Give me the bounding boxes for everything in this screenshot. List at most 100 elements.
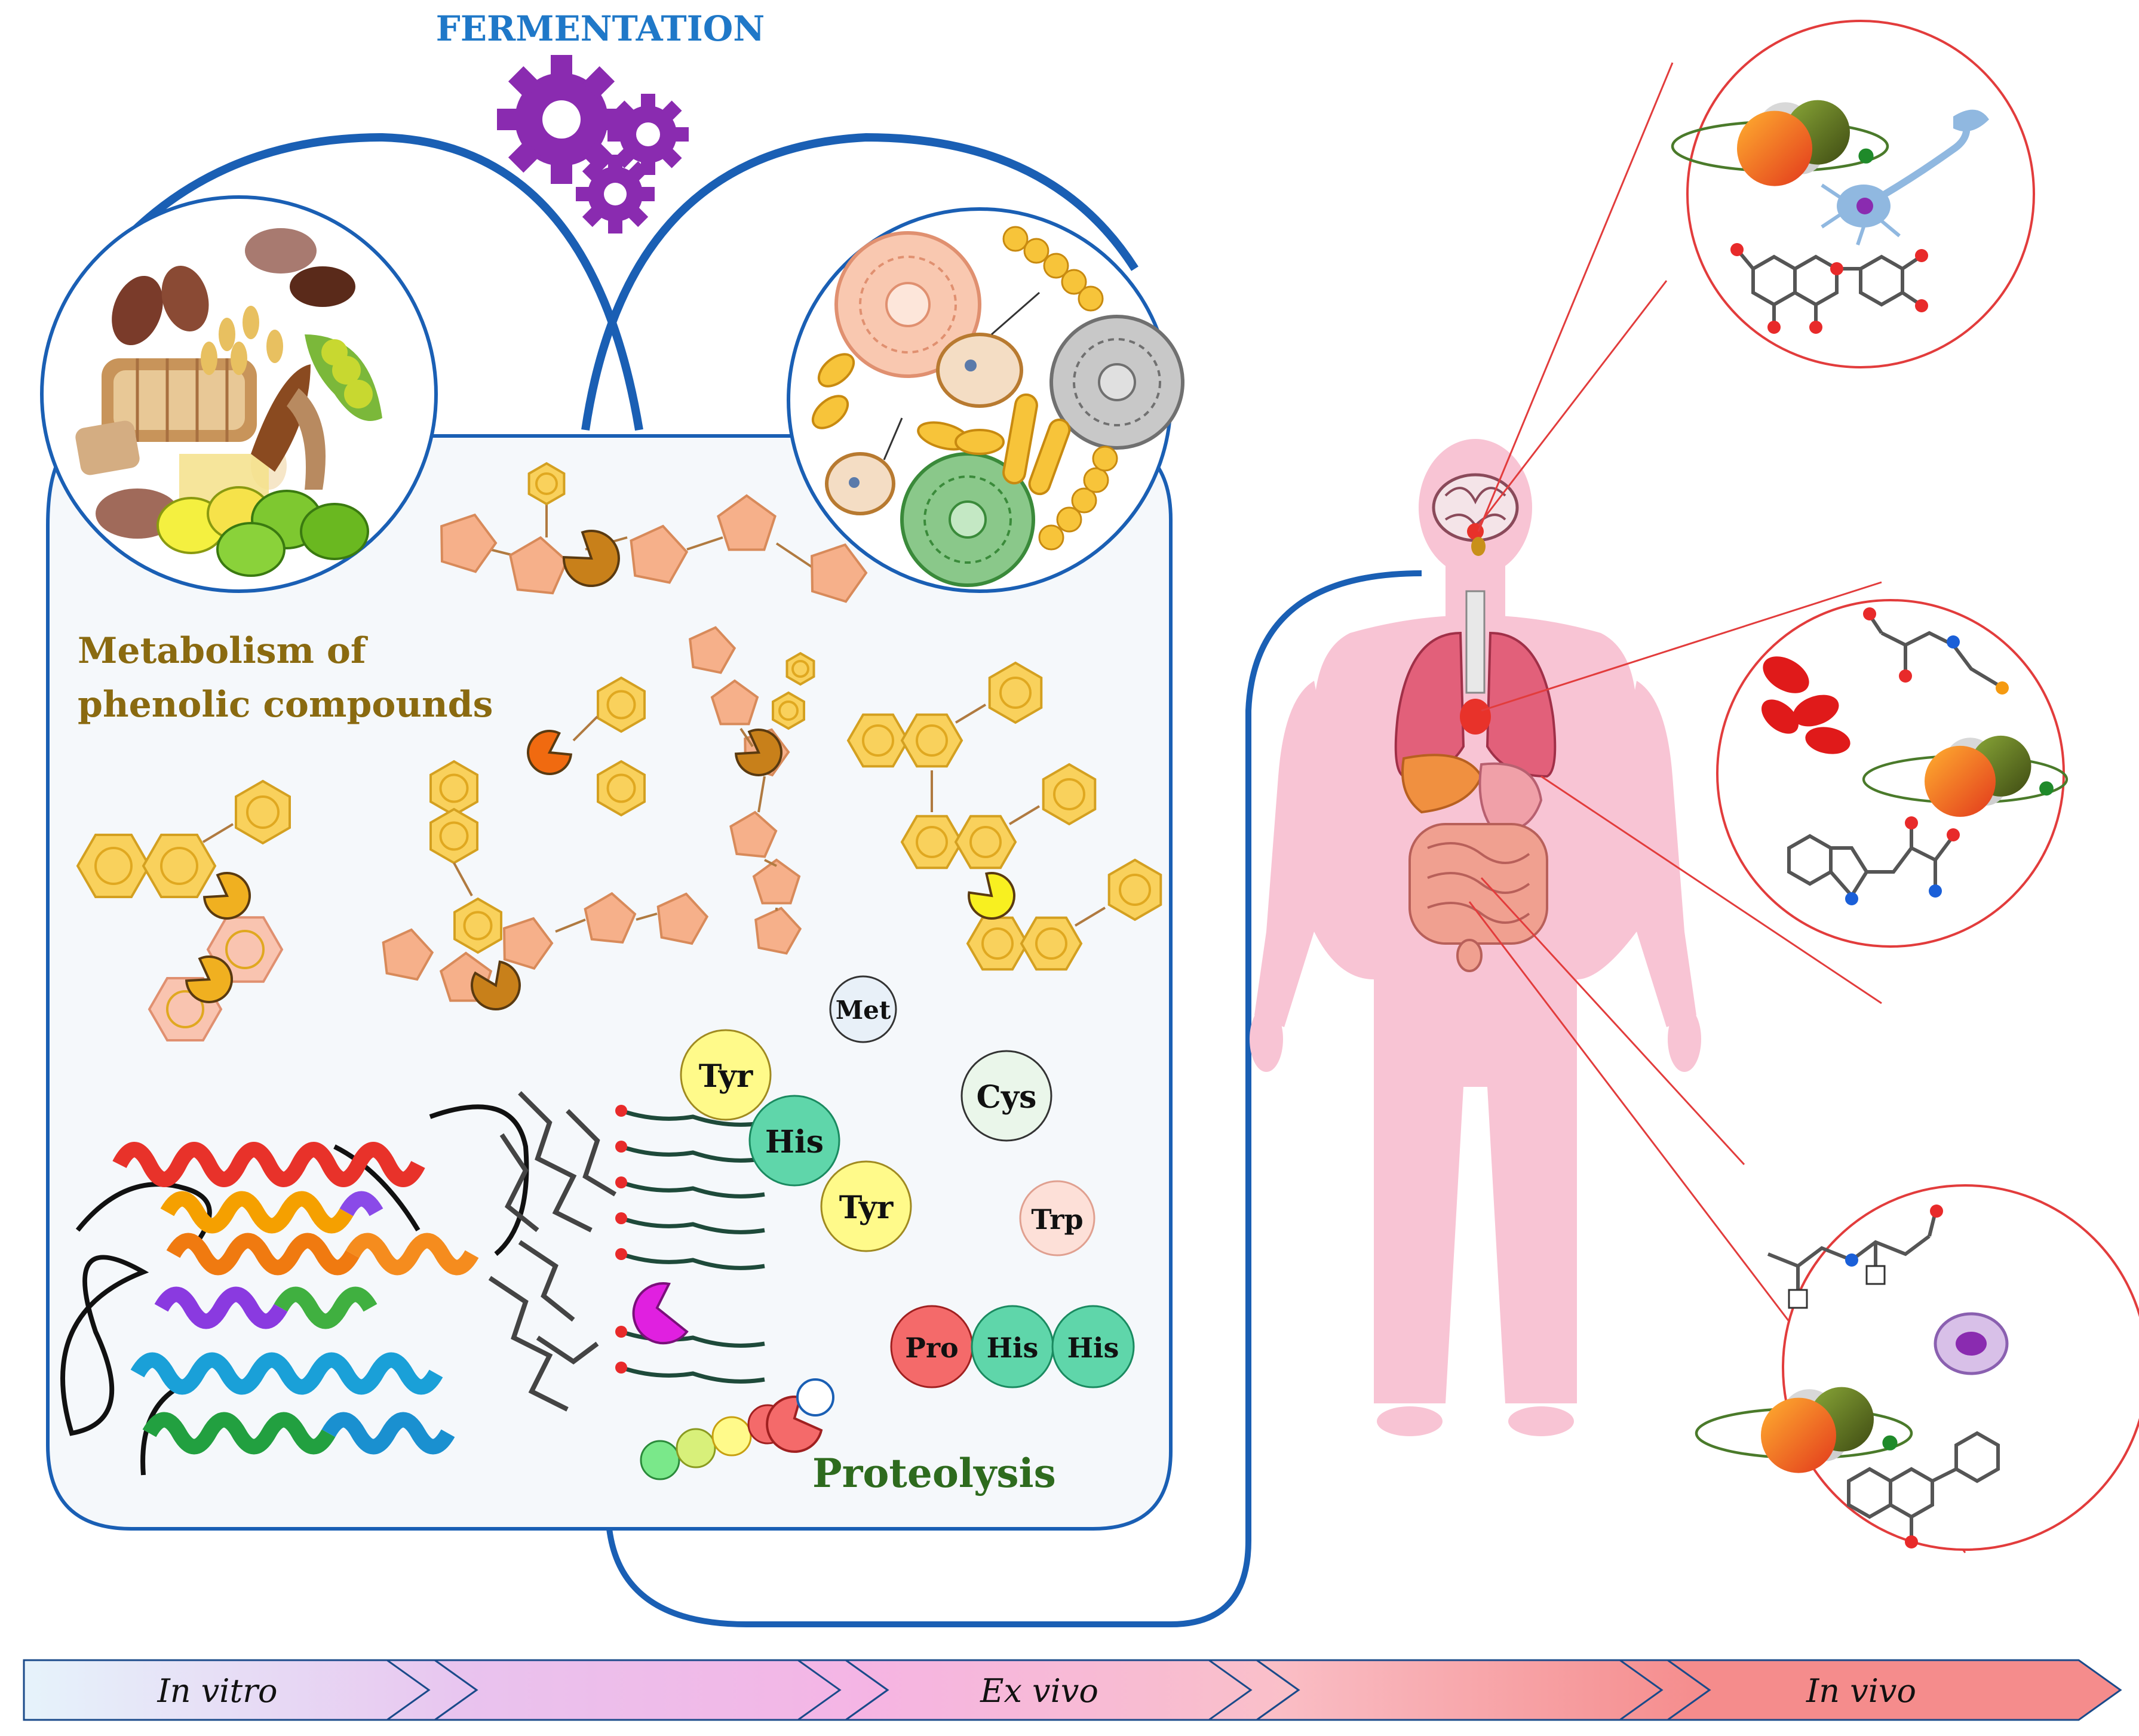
liver-icon bbox=[1401, 754, 1483, 814]
benzene-ring bbox=[527, 462, 566, 506]
proteolysis-label: Proteolysis bbox=[812, 1450, 1056, 1497]
benzene-ring bbox=[900, 713, 963, 768]
pentagon-unit bbox=[630, 524, 689, 584]
bond-line bbox=[572, 715, 599, 742]
intestines-icon bbox=[1408, 823, 1548, 945]
benzene-ring bbox=[597, 676, 646, 733]
protein-structure bbox=[60, 1091, 765, 1476]
enzyme-pacman-icon bbox=[185, 955, 234, 1003]
timeline-label-4: In vivo bbox=[1806, 1672, 1916, 1710]
aromatic-ring bbox=[166, 990, 204, 1028]
gears-icon bbox=[497, 55, 689, 233]
aromatic-ring bbox=[439, 821, 469, 851]
bond-line bbox=[775, 542, 814, 569]
enzyme-pacman-icon bbox=[968, 872, 1015, 920]
callout-brain bbox=[1672, 20, 2035, 368]
amino-trp: Trp bbox=[1019, 1180, 1095, 1256]
microorganisms-circle bbox=[787, 207, 1184, 593]
amino-cys: Cys bbox=[960, 1050, 1052, 1142]
benzene-ring bbox=[772, 691, 805, 730]
bean-icon bbox=[112, 275, 163, 346]
title-fermentation: FERMENTATION bbox=[436, 8, 765, 49]
human-body bbox=[1250, 439, 1701, 1436]
red-blood-cells-icon bbox=[1761, 656, 1850, 754]
stomach-icon bbox=[1478, 762, 1543, 832]
benzene-ring bbox=[785, 652, 815, 686]
aromatic-ring bbox=[606, 773, 636, 803]
amino-met: Met bbox=[829, 975, 897, 1043]
pentagon-unit bbox=[502, 917, 554, 970]
bond-line bbox=[955, 703, 987, 724]
bond-line bbox=[1008, 805, 1041, 825]
body-connector bbox=[606, 570, 1422, 1627]
timeline-arrow: In vitro Ex vivo In vivo bbox=[23, 1659, 2122, 1721]
bond-line bbox=[764, 859, 777, 867]
pentagon-unit bbox=[717, 494, 777, 551]
benzene-ring bbox=[1020, 916, 1083, 971]
right-arc bbox=[581, 133, 1138, 431]
pentagon-unit bbox=[584, 892, 637, 944]
pentagon-unit bbox=[754, 907, 802, 955]
timeline-stage-1 bbox=[432, 1659, 889, 1721]
bond-line bbox=[453, 862, 473, 896]
aromatic-ring bbox=[439, 773, 469, 803]
bond-line bbox=[739, 727, 754, 748]
enzyme-pacman-icon bbox=[734, 728, 783, 776]
benzene-ring bbox=[954, 815, 1017, 869]
timeline-label-2: Ex vivo bbox=[980, 1672, 1098, 1710]
amino-tyr-1: Tyr bbox=[680, 1029, 772, 1121]
benzene-ring bbox=[453, 897, 502, 954]
aromatic-ring bbox=[916, 724, 948, 757]
aromatic-ring bbox=[94, 847, 133, 885]
benzene-ring bbox=[142, 834, 217, 898]
benzene-ring bbox=[597, 760, 646, 817]
enzyme-pacman-icon bbox=[470, 960, 521, 1010]
amino-his-2: His bbox=[971, 1305, 1054, 1388]
svg-text:Tyr: Tyr bbox=[839, 1190, 894, 1226]
svg-text:His: His bbox=[987, 1332, 1039, 1364]
benzene-ring bbox=[1107, 858, 1162, 921]
enzyme-pacman-icon bbox=[632, 1282, 689, 1345]
aromatic-ring bbox=[778, 700, 799, 721]
callout-gut bbox=[1696, 1184, 2139, 1551]
pentagon-unit bbox=[656, 892, 709, 945]
svg-text:Cys: Cys bbox=[977, 1079, 1037, 1116]
benzene-ring bbox=[429, 760, 478, 817]
amino-pro: Pro bbox=[890, 1305, 974, 1388]
phenolic-structures bbox=[76, 462, 1162, 1041]
aromatic-ring bbox=[916, 826, 948, 858]
svg-text:Trp: Trp bbox=[1031, 1203, 1083, 1236]
svg-text:Pro: Pro bbox=[905, 1332, 959, 1364]
amino-acids: Met Tyr His Tyr Cys Trp Pro His bbox=[680, 975, 1135, 1388]
bond-line bbox=[757, 776, 766, 813]
pentagon-unit bbox=[811, 543, 868, 603]
svg-text:His: His bbox=[765, 1124, 824, 1160]
aromatic-ring bbox=[246, 795, 280, 829]
timeline-label-0: In vitro bbox=[156, 1672, 277, 1710]
aromatic-ring bbox=[1053, 778, 1085, 810]
pentagon-unit bbox=[689, 626, 736, 674]
bond-line bbox=[636, 912, 658, 921]
timeline-chevron bbox=[797, 1659, 842, 1721]
benzene-ring bbox=[988, 661, 1043, 724]
aromatic-ring bbox=[969, 826, 1002, 858]
peptide-chain bbox=[640, 1378, 834, 1480]
svg-text:Tyr: Tyr bbox=[699, 1058, 753, 1095]
svg-text:Met: Met bbox=[836, 995, 891, 1025]
aromatic-ring bbox=[160, 847, 198, 885]
aromatic-ring bbox=[999, 677, 1032, 709]
aromatic-ring bbox=[225, 930, 265, 969]
svg-text:His: His bbox=[1067, 1332, 1119, 1364]
benzene-ring bbox=[1042, 763, 1097, 826]
pentagon-unit bbox=[752, 858, 801, 905]
aromatic-ring bbox=[1035, 927, 1067, 960]
aromatic-ring bbox=[862, 724, 894, 757]
aromatic-ring bbox=[606, 690, 636, 720]
aromatic-ring bbox=[791, 660, 809, 678]
aromatic-ring bbox=[535, 472, 558, 495]
benzene-ring bbox=[429, 807, 478, 865]
aromatic-ring bbox=[1119, 874, 1151, 906]
bond-line bbox=[202, 823, 234, 843]
timeline-chevron bbox=[386, 1659, 431, 1721]
